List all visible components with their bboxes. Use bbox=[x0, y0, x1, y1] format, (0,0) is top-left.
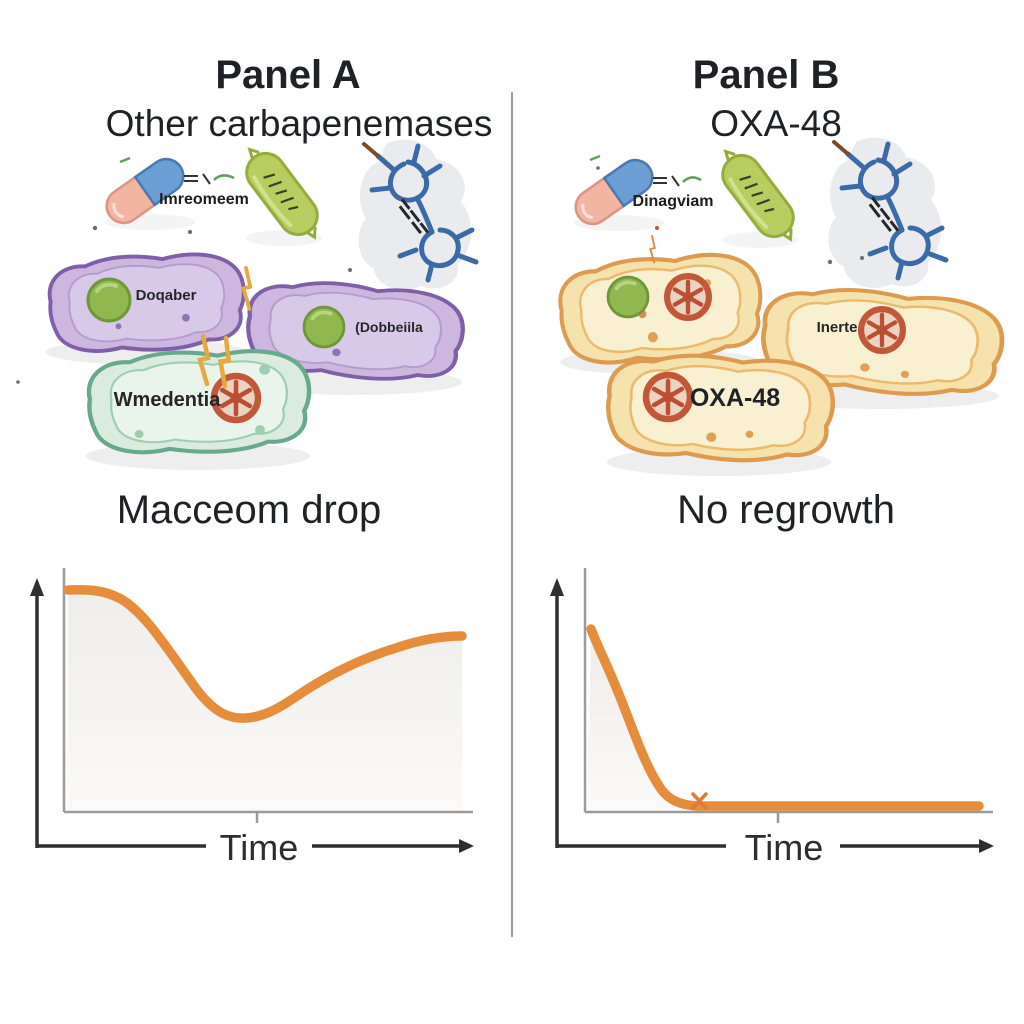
cell-2-label: Inerte bbox=[817, 319, 858, 336]
panel-b-subtitle: OXA-48 bbox=[710, 103, 842, 144]
nucleus-icon bbox=[86, 277, 132, 323]
panel-b: Panel B OXA-48 Dinagviam bbox=[550, 53, 1005, 868]
panel-a-caption: Macceom drop bbox=[117, 488, 382, 532]
speckles bbox=[16, 225, 352, 384]
beta-lactam-molecule-icon bbox=[828, 138, 946, 288]
chart-a-area bbox=[68, 589, 462, 812]
panel-a-subtitle: Other carbapenemases bbox=[106, 103, 493, 144]
beta-lactam-molecule-icon bbox=[358, 140, 476, 290]
shadow bbox=[246, 230, 322, 246]
chart-b-xlabel: Time bbox=[745, 827, 824, 868]
chart-b-area bbox=[587, 629, 697, 812]
enzyme-wheel-icon bbox=[646, 375, 690, 419]
curve-x-marker bbox=[691, 792, 708, 810]
cell-2-label: (Dobbeiila bbox=[355, 319, 423, 335]
nucleus-icon bbox=[302, 305, 346, 349]
cell-3-label: Wmedentia bbox=[114, 389, 222, 411]
bacterium-purple-1 bbox=[44, 246, 250, 360]
enzyme-wheel-icon bbox=[667, 276, 709, 318]
cell-1-label: Doqaber bbox=[136, 287, 197, 304]
chart-b-axes bbox=[555, 592, 981, 848]
panel-b-title: Panel B bbox=[693, 53, 840, 97]
bacterium-yellow-1 bbox=[556, 247, 766, 370]
chart-b-curve bbox=[586, 624, 984, 811]
enzyme-wheel-icon bbox=[214, 376, 258, 420]
panel-a-title: Panel A bbox=[215, 53, 360, 97]
nucleus-icon bbox=[606, 275, 650, 319]
garbled-scribble bbox=[119, 156, 235, 181]
enzyme-wheel-icon bbox=[861, 309, 903, 351]
chart-a-curve bbox=[63, 584, 467, 723]
capsule-label: Imreomeem bbox=[159, 191, 249, 208]
bacterium-purple-2 bbox=[245, 278, 465, 385]
chart-a-xlabel: Time bbox=[220, 827, 299, 868]
bacterium-yellow-3 bbox=[606, 353, 834, 464]
x-axis-arrowhead bbox=[979, 839, 994, 853]
chart-a-axes bbox=[35, 592, 461, 848]
y-axis-arrowhead bbox=[550, 578, 564, 596]
capsule-label: Dinagviam bbox=[633, 193, 714, 210]
bacterium-yellow-2 bbox=[760, 284, 1005, 400]
chart-panel-b: Time bbox=[550, 568, 994, 868]
speckles bbox=[596, 166, 864, 265]
panel-b-caption: No regrowth bbox=[677, 488, 895, 532]
chart-panel-a: Time bbox=[30, 568, 474, 868]
garbled-scribble bbox=[589, 154, 702, 183]
panel-a: Panel A Other carbapenemases Imreomeem bbox=[16, 53, 492, 868]
bacterium-teal bbox=[87, 346, 312, 458]
x-axis-arrowhead bbox=[459, 839, 474, 853]
cell-3-label: OXA-48 bbox=[690, 384, 780, 412]
shadow bbox=[722, 232, 798, 248]
y-axis-arrowhead bbox=[30, 578, 44, 596]
garbled-text-marks bbox=[184, 173, 211, 185]
garbled-text-marks bbox=[653, 175, 680, 187]
